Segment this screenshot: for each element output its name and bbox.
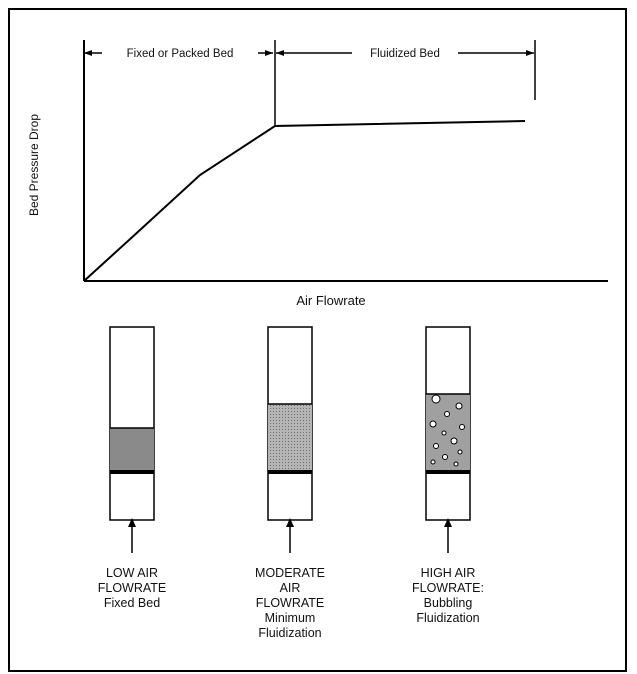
region-fixed-bed-label: Fixed or Packed Bed <box>127 48 234 60</box>
region-fluidized-bed-label: Fluidized Bed <box>370 48 440 60</box>
packed-bed <box>110 428 154 471</box>
figure-frame <box>8 8 627 672</box>
caption-line: Fixed Bed <box>103 596 161 610</box>
distributor-plate <box>110 470 154 474</box>
distributor-plate <box>268 470 312 474</box>
caption-line: Fluidization <box>258 626 322 640</box>
caption-line: AIR <box>279 581 301 595</box>
caption-line: Fluidization <box>416 611 480 625</box>
region-fixed-bed: Fixed or Packed Bed <box>84 48 273 60</box>
caption-line: FLOWRATE: <box>412 581 484 595</box>
distributor-plate <box>426 470 470 474</box>
column-bubbling-fluidization <box>425 326 471 553</box>
caption-bubbling-fluidization: HIGH AIR FLOWRATE: Bubbling Fluidization <box>388 566 508 626</box>
caption-fixed-bed: LOW AIR FLOWRATE Fixed Bed <box>72 566 192 611</box>
expanded-bed <box>268 404 312 471</box>
caption-minimum-fluidization: MODERATE AIR FLOWRATE Minimum Fluidizati… <box>230 566 350 641</box>
caption-line: Bubbling <box>423 596 473 610</box>
pressure-drop-curve <box>83 120 526 282</box>
caption-line: LOW AIR <box>105 566 159 580</box>
column-minimum-fluidization <box>267 326 313 553</box>
bubbles <box>429 394 465 467</box>
caption-line: MODERATE <box>255 566 325 580</box>
caption-line: HIGH AIR <box>420 566 476 580</box>
bubbling-bed <box>426 394 470 471</box>
y-axis-label: Bed Pressure Drop <box>27 114 41 216</box>
caption-line: FLOWRATE <box>97 581 167 595</box>
region-fluidized-bed: Fluidized Bed <box>276 48 534 60</box>
column-fixed-bed <box>109 326 155 553</box>
caption-line: Minimum <box>264 611 316 625</box>
x-axis-label: Air Flowrate <box>296 293 365 308</box>
caption-line: FLOWRATE <box>255 596 325 610</box>
